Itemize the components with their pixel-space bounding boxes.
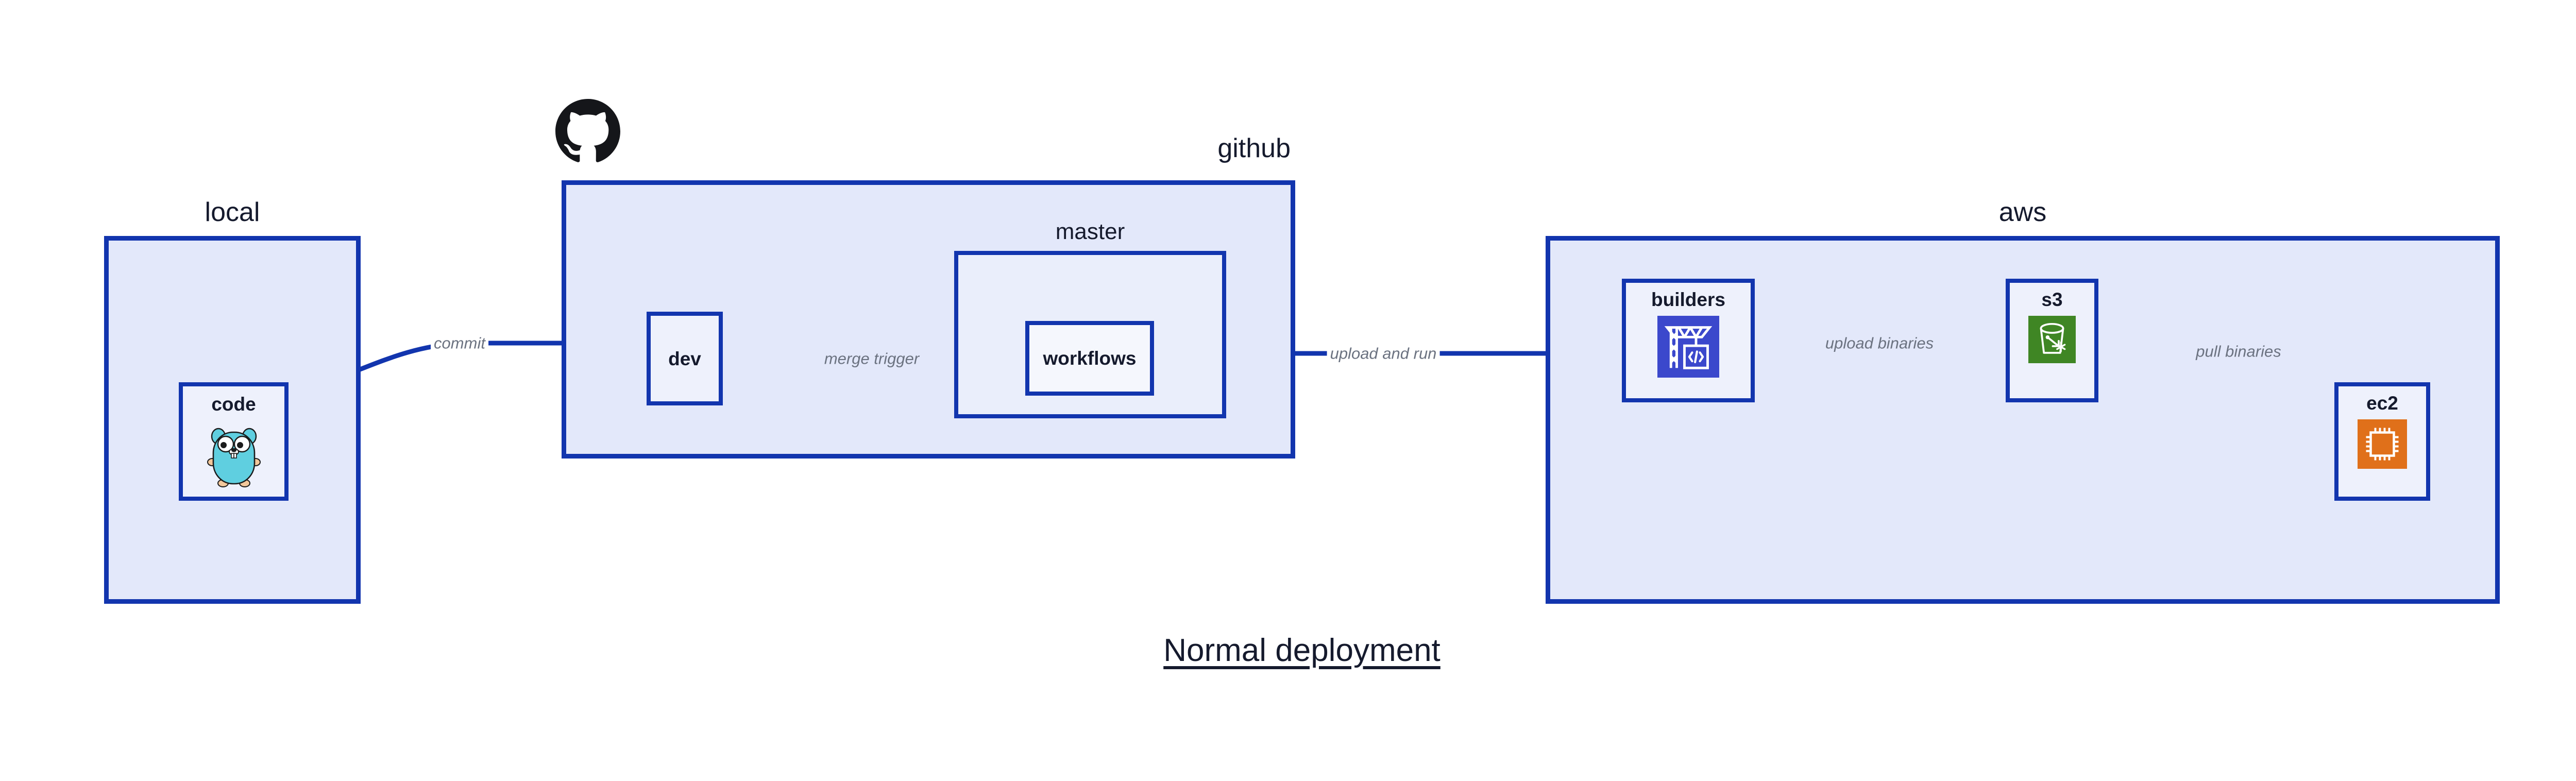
diagram-title: Normal deployment [1163,633,1440,668]
aws-s3-bucket-icon [2028,316,2076,366]
group-aws-label: aws [1998,197,2047,227]
go-gopher-icon [206,421,262,490]
group-master-label: master [1055,219,1125,244]
edge-label-upload-and-run: upload and run [1327,344,1440,363]
node-code-label: code [211,394,256,415]
node-ec2-label: ec2 [2366,393,2398,414]
edge-label-commit: commit [431,334,488,352]
node-s3-label: s3 [2041,289,2063,310]
node-workflows[interactable]: workflows [1025,321,1154,396]
node-dev-label: dev [668,348,701,369]
edge-label-merge-trigger: merge trigger [821,349,923,368]
github-octocat-icon [555,99,620,166]
group-github-label: github [1217,133,1291,163]
node-workflows-label: workflows [1043,348,1137,369]
group-local-label: local [205,197,260,227]
node-code[interactable]: code [179,382,289,501]
node-s3[interactable]: s3 [2006,279,2098,402]
aws-codebuild-icon [1657,316,1719,380]
node-dev[interactable]: dev [647,312,723,405]
node-builders[interactable]: builders [1622,279,1755,402]
aws-ec2-chip-icon [2358,419,2407,471]
edge-label-pull-binaries: pull binaries [2193,342,2284,361]
edge-label-upload-binaries: upload binaries [1822,334,1937,352]
node-ec2[interactable]: ec2 [2334,382,2430,501]
node-builders-label: builders [1651,289,1725,310]
